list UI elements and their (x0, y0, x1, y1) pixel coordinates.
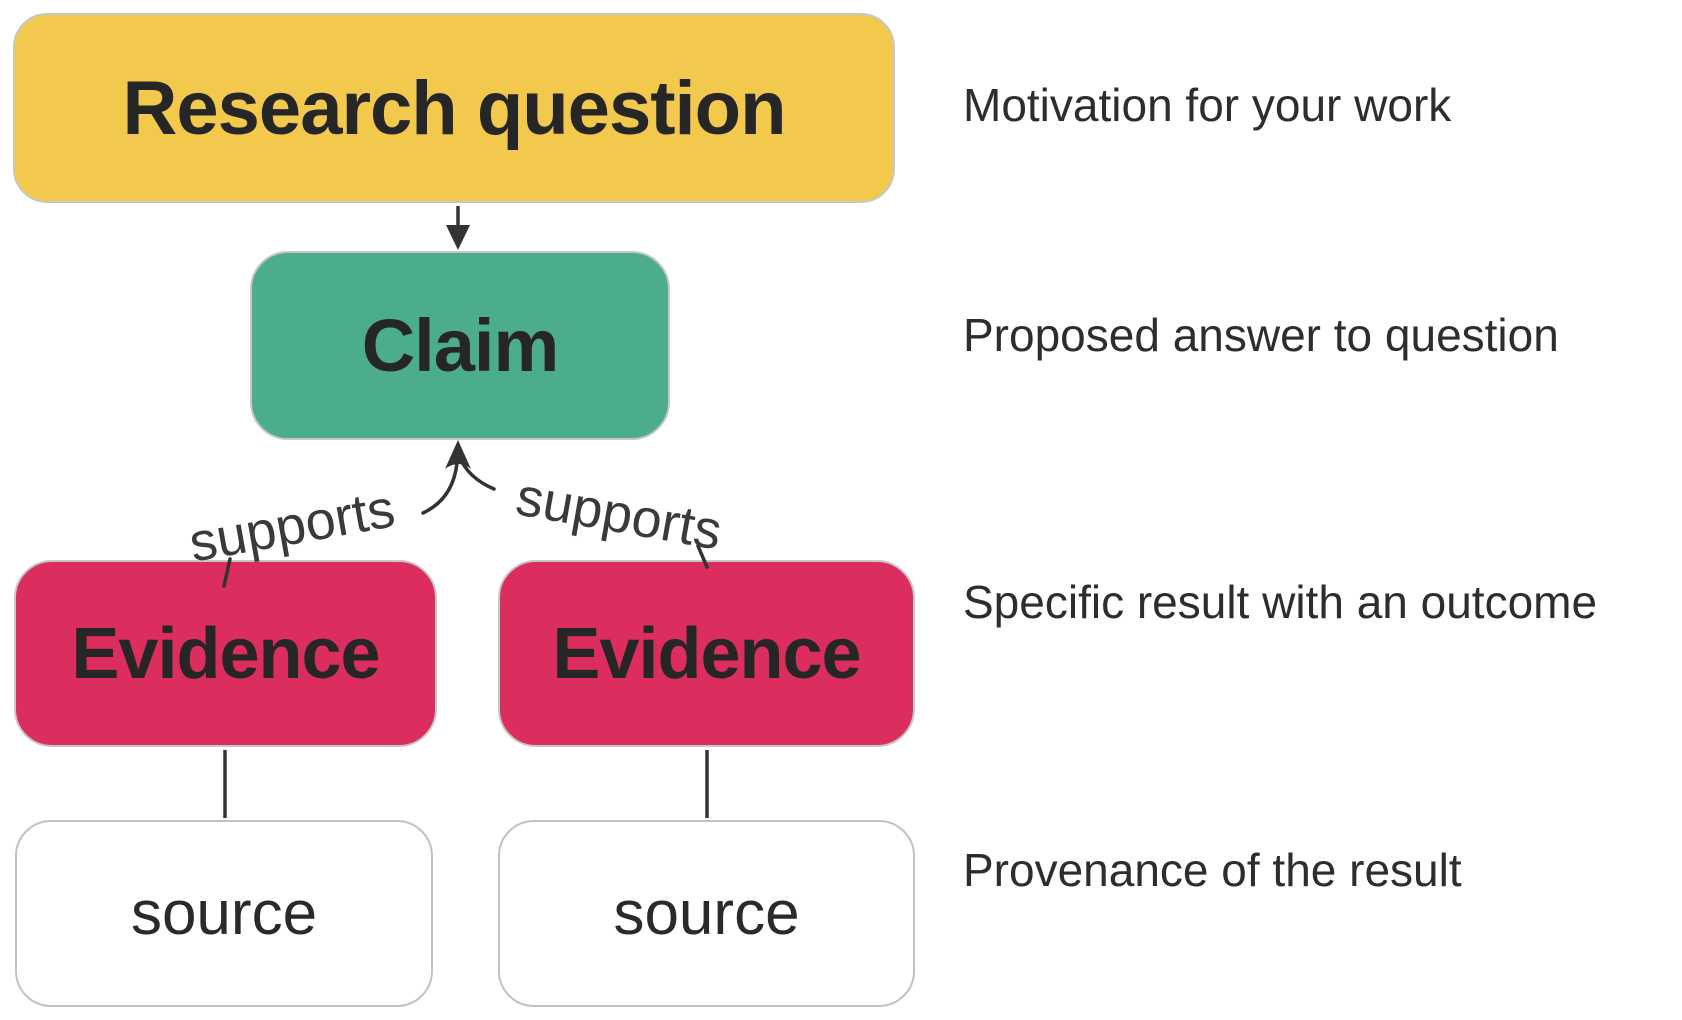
node-evidence-left: Evidence (14, 560, 437, 747)
edge-label-supports-right: supports (511, 466, 727, 562)
node-evidence-right: Evidence (498, 560, 915, 747)
node-source-left: source (15, 820, 433, 1007)
node-research-question: Research question (13, 13, 895, 203)
annotation-source: Provenance of the result (963, 844, 1462, 896)
annotation-research-question: Motivation for your work (963, 79, 1452, 131)
annotation-claim: Proposed answer to question (963, 309, 1559, 361)
arrowhead-up-icon (445, 440, 471, 469)
arrowhead-down-icon (446, 225, 470, 250)
node-source-right-label: source (613, 879, 800, 948)
node-claim: Claim (250, 251, 670, 440)
annotation-evidence: Specific result with an outcome (963, 576, 1598, 628)
node-claim-label: Claim (361, 304, 560, 387)
node-source-left-label: source (130, 879, 318, 948)
connector-evidence-to-source (223, 750, 709, 818)
arrow-rq-to-claim (446, 206, 470, 250)
node-research-question-label: Research question (122, 65, 787, 151)
node-source-right: source (498, 820, 915, 1007)
node-evidence-right-label: Evidence (552, 613, 861, 694)
node-evidence-left-label: Evidence (71, 613, 380, 694)
